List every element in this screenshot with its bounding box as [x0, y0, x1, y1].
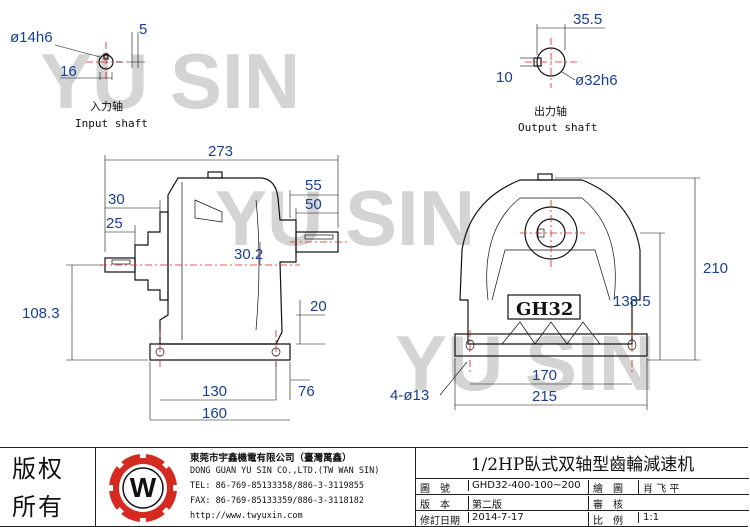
dim-30-2: 30.2 [234, 246, 263, 263]
input-shaft-section [54, 32, 145, 82]
watermark-2: YU SIN [215, 174, 475, 262]
side-view [66, 155, 350, 421]
dim-138-5: 138.5 [613, 293, 651, 310]
drawing-number-row: 圖 號 GHD32-400-100~200 繪 圖 肖 飞 平 [416, 478, 749, 495]
dim-210: 210 [703, 260, 728, 277]
dim-30: 30 [108, 191, 125, 208]
drawing-number-value: GHD32-400-100~200 [468, 480, 581, 491]
dim-input-key-width: 5 [139, 21, 147, 38]
version-row: 版 本 第二版 審 核 [416, 494, 749, 511]
product-title: 1/2HP臥式双轴型齒輪減速机 [470, 455, 695, 475]
dim-20: 20 [310, 298, 327, 315]
dim-130: 130 [202, 383, 227, 400]
dim-25: 25 [106, 215, 123, 232]
dim-55: 55 [305, 177, 322, 194]
reviewed-key: 審 核 [588, 496, 623, 511]
dim-input-dia: ø14h6 [10, 29, 53, 46]
version-value: 第二版 [468, 496, 502, 511]
front-view [439, 173, 700, 410]
revision-date-row: 修訂日期 2014-7-17 比 例 1:1 [416, 510, 749, 527]
dim-input-key-height: 16 [60, 63, 77, 80]
product-panel: 1/2HP臥式双轴型齒輪減速机 圖 號 GHD32-400-100~200 繪 … [415, 448, 749, 527]
company-tel: TEL: 86-769-85133358/886-3-3119855 [190, 481, 364, 491]
dim-50: 50 [305, 196, 322, 213]
company-name-en: DONG GUAN YU SIN CO.,LTD.(TW WAN SIN) [190, 466, 380, 476]
front-view-model-label: GH32 [516, 299, 573, 320]
company-fax: FAX: 86-769-85133359/886-3-3118182 [190, 496, 364, 506]
input-shaft-label-en: Input shaft [75, 117, 148, 130]
input-shaft-label-cn: 入力轴 [90, 99, 123, 113]
svg-text:W: W [130, 472, 157, 503]
title-block: 版权 所有 W 東莞市宇鑫機電有限公司（ [0, 447, 749, 527]
technical-drawing: YU SIN YU SIN YU SIN ø14h6 5 16 入力轴 Inpu… [10, 11, 728, 422]
copyright-line-1: 版权 [12, 455, 64, 483]
output-shaft-label-cn: 出力轴 [534, 104, 567, 118]
scale-value: 1:1 [638, 512, 659, 523]
dim-holes: 4-ø13 [390, 387, 429, 404]
output-shaft-section [520, 24, 605, 88]
dim-76: 76 [298, 383, 315, 400]
company-name-cn: 東莞市宇鑫機電有限公司（臺灣萬鑫） [190, 453, 352, 464]
drawn-by-key: 繪 圖 [588, 480, 623, 495]
company-website[interactable]: http://www.twyuxin.com [190, 511, 303, 521]
version-key: 版 本 [420, 500, 450, 511]
dim-170: 170 [532, 367, 557, 384]
dim-output-key-height: 10 [496, 69, 513, 86]
dim-output-key-width: 35.5 [573, 11, 602, 28]
drawn-by-value: 肖 飞 平 [638, 480, 679, 495]
dim-273: 273 [208, 143, 233, 160]
company-logo: W [105, 450, 181, 526]
copyright-text: 版权 所有 [12, 450, 64, 526]
revision-date-key: 修訂日期 [420, 516, 460, 527]
watermark-1: YU SIN [40, 37, 300, 125]
dim-160: 160 [202, 405, 227, 422]
dim-output-dia: ø32h6 [575, 72, 618, 89]
watermark-3: YU SIN [395, 319, 655, 407]
dim-108-3: 108.3 [22, 305, 60, 322]
dim-215: 215 [532, 388, 557, 405]
drawing-number-key: 圖 號 [420, 484, 450, 495]
output-shaft-label-en: Output shaft [518, 121, 597, 134]
logo-cell: W [95, 448, 185, 526]
revision-date-value: 2014-7-17 [468, 512, 524, 523]
copyright-line-2: 所有 [12, 493, 64, 521]
scale-key: 比 例 [588, 512, 623, 527]
